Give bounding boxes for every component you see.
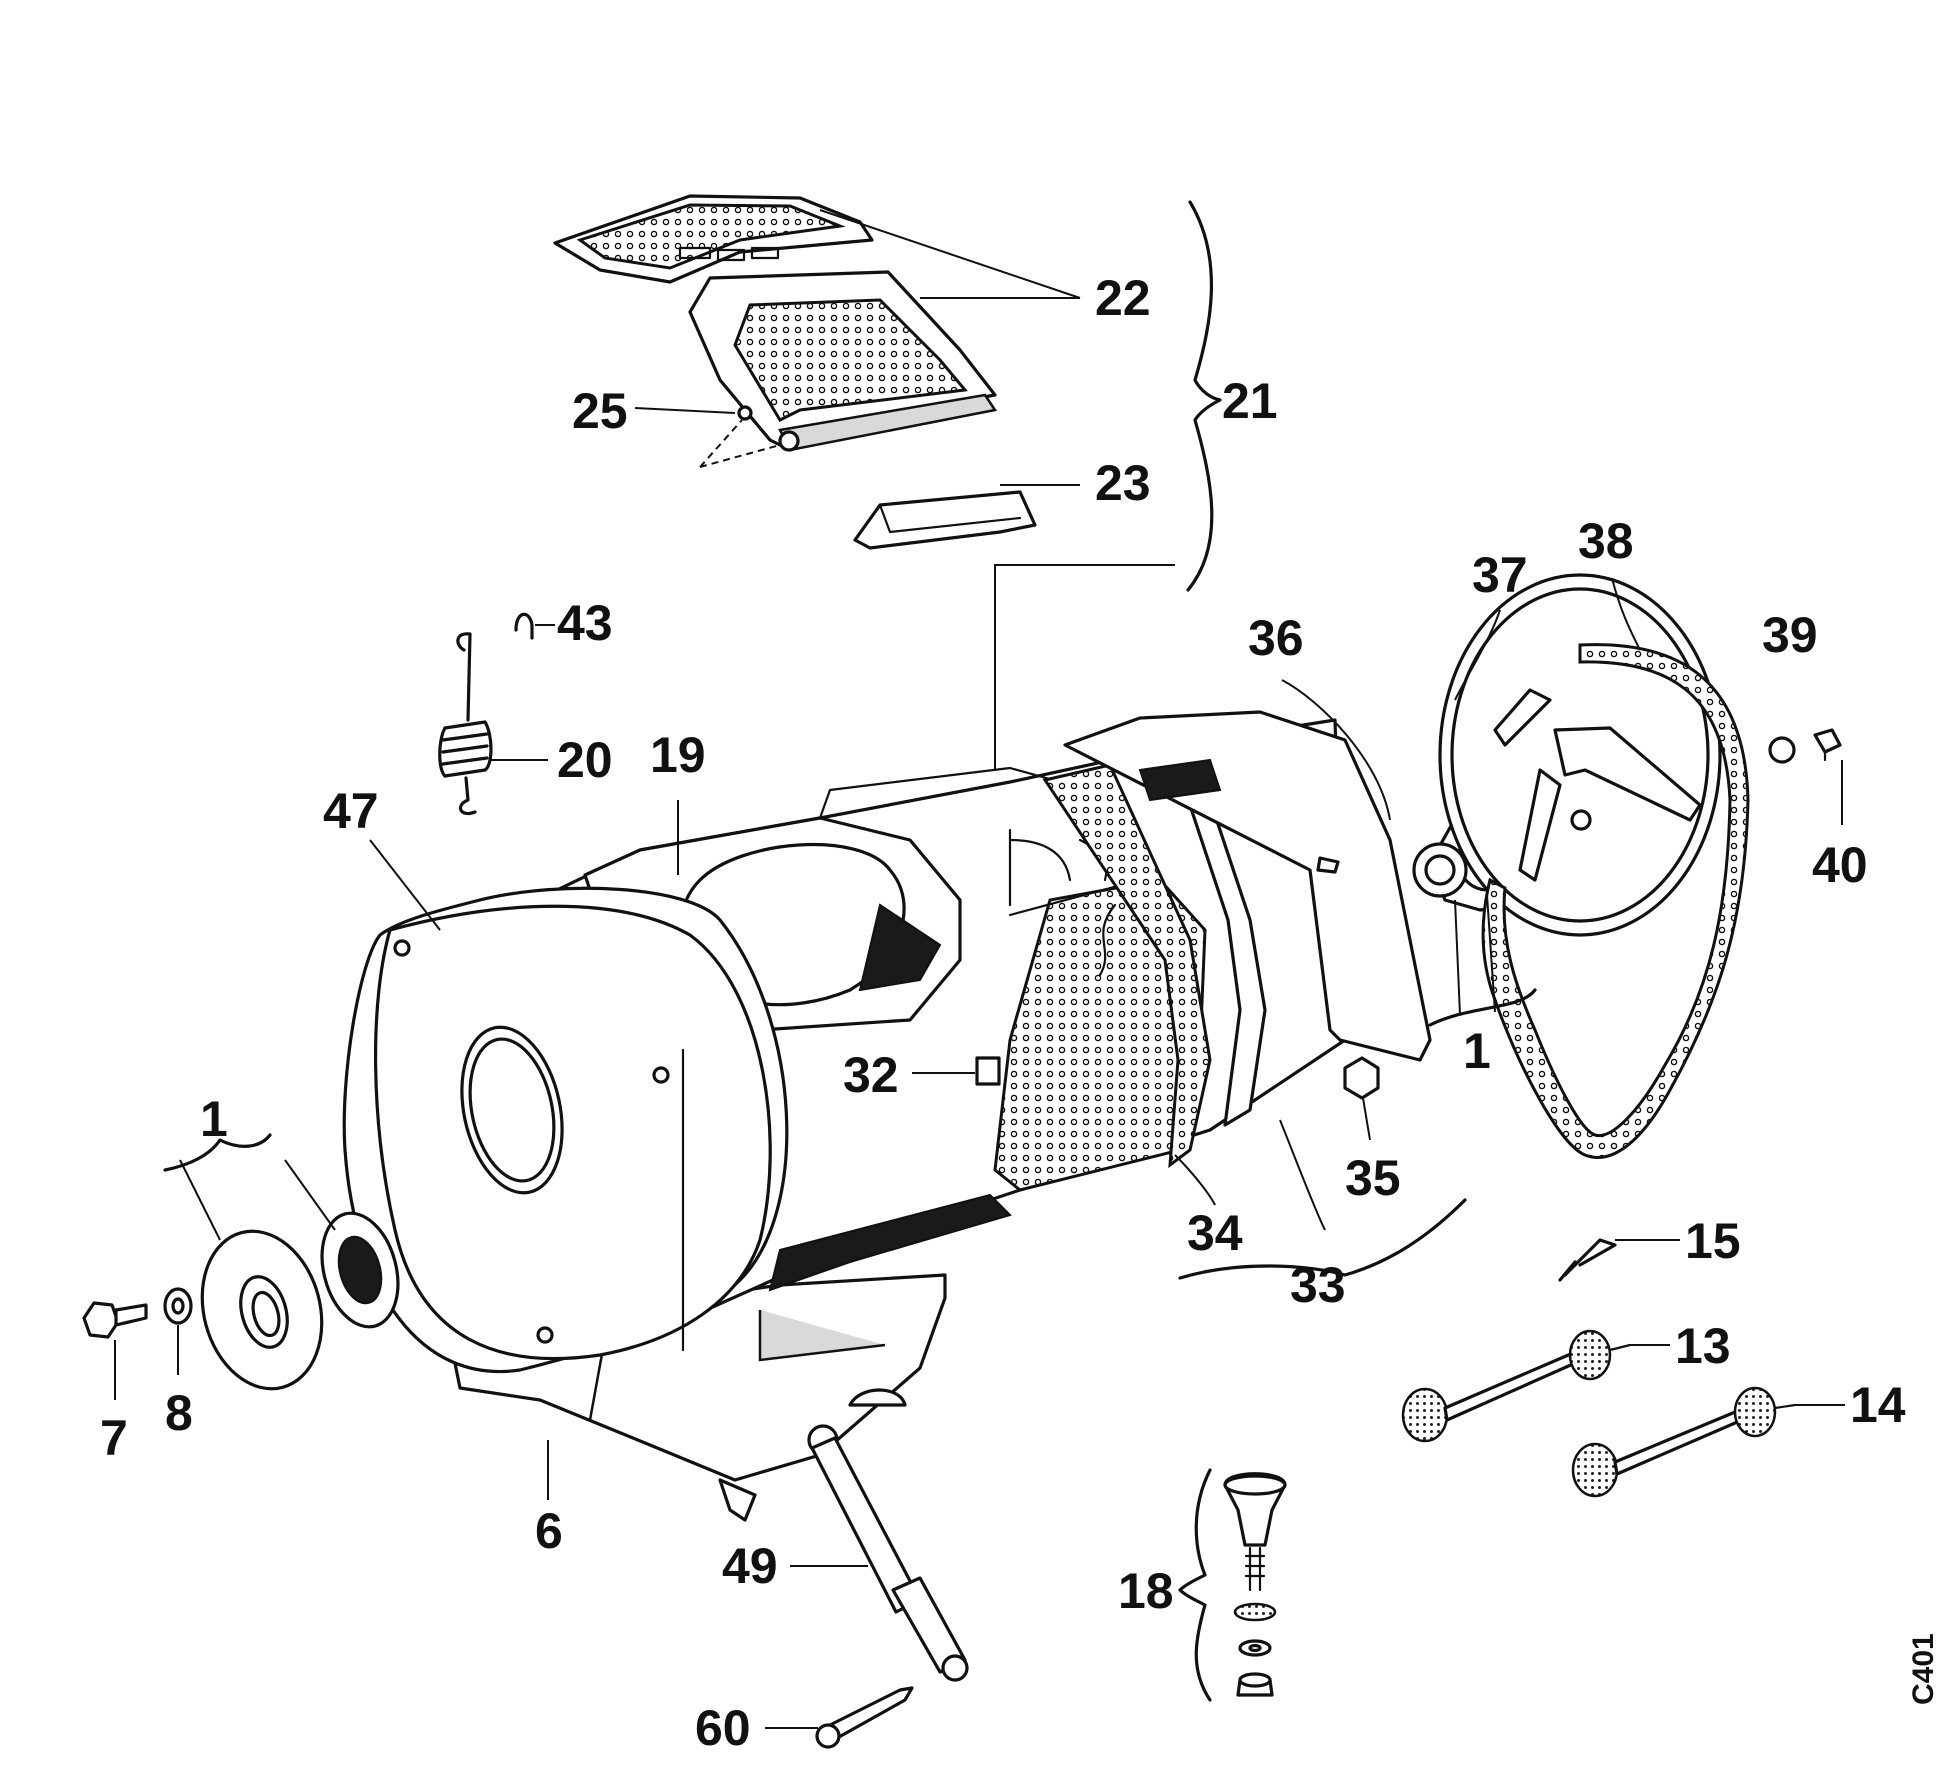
brace-1-right	[1428, 988, 1537, 1027]
callout-37: 37	[1472, 547, 1528, 603]
front-bearing-ring	[320, 1211, 400, 1329]
callout-6: 6	[535, 1503, 563, 1559]
callout-49: 49	[722, 1538, 778, 1594]
paddle-screw	[699, 405, 781, 468]
bolt-7	[82, 1301, 148, 1339]
leader-22-a	[819, 209, 1081, 299]
leader-37	[1454, 609, 1501, 701]
washer-8	[163, 1287, 193, 1325]
callout-15: 15	[1685, 1213, 1741, 1269]
callout-8: 8	[165, 1385, 193, 1441]
leader-47	[369, 839, 441, 931]
leader-21	[994, 564, 1175, 770]
brace-33	[1178, 1198, 1467, 1280]
callout-7: 7	[100, 1410, 128, 1466]
shock-absorber	[807, 1424, 969, 1682]
leader-1-left-b	[284, 1159, 336, 1231]
callout-34: 34	[1187, 1205, 1243, 1261]
leader-36	[1281, 679, 1391, 821]
drawing-code: C401	[1907, 1633, 1940, 1705]
front-tub-end	[342, 886, 789, 1374]
leader-1-right-a	[1454, 899, 1461, 1016]
leader-34	[1174, 1154, 1216, 1206]
bearing-washer	[1768, 736, 1796, 764]
callout-40: 40	[1812, 837, 1868, 893]
callout-35: 35	[1345, 1150, 1401, 1206]
brace-21	[1186, 200, 1222, 592]
callout-14: 14	[1850, 1377, 1906, 1433]
pin-60	[815, 1686, 914, 1749]
bearing-nut	[1343, 1056, 1380, 1100]
front-bearing-flange	[200, 1229, 324, 1391]
pulley-bolt	[1813, 728, 1842, 762]
callout-19: 19	[650, 727, 706, 783]
callout-1-left: 1	[200, 1091, 228, 1147]
pin-15	[1558, 1238, 1617, 1282]
leader-25	[634, 407, 736, 414]
suspension-rod-13	[1401, 1329, 1632, 1443]
paddle-cover-upper	[553, 194, 874, 284]
callout-43: 43	[557, 595, 613, 651]
callout-32: 32	[843, 1047, 899, 1103]
drive-pulley	[1438, 573, 1722, 937]
leader-1-right-b	[1486, 894, 1496, 1013]
callout-13: 13	[1675, 1318, 1731, 1374]
callout-60: 60	[695, 1700, 751, 1756]
callout-38: 38	[1578, 513, 1634, 569]
callout-36: 36	[1248, 610, 1304, 666]
suspension-rod-14	[1571, 1386, 1797, 1498]
callout-22: 22	[1095, 270, 1151, 326]
paddle-clip	[853, 490, 1037, 550]
callout-1-right: 1	[1463, 1023, 1491, 1079]
brace-1-left	[163, 1133, 272, 1172]
callout-18: 18	[1118, 1563, 1174, 1619]
leader-35	[1362, 1097, 1371, 1141]
callout-47: 47	[323, 783, 379, 839]
callout-39: 39	[1762, 607, 1818, 663]
callout-33: 33	[1290, 1257, 1346, 1313]
adjustable-foot	[1223, 1472, 1287, 1697]
leader-1-left-a	[179, 1159, 221, 1241]
callout-25: 25	[572, 383, 628, 439]
brace-18	[1178, 1468, 1212, 1702]
label-plate	[975, 1056, 1001, 1086]
leader-38	[1611, 577, 1641, 651]
hook-part	[514, 612, 534, 640]
tension-spring	[438, 632, 493, 816]
paddle-cover-lower	[688, 270, 998, 452]
leader-33	[1279, 1119, 1326, 1231]
callout-20: 20	[557, 732, 613, 788]
callout-labels: 22 21 25 23 43 20 19 47 36 37 38 39 40 1…	[100, 270, 1940, 1756]
drive-belt	[1481, 643, 1750, 1159]
callout-21: 21	[1222, 373, 1278, 429]
callout-23: 23	[1095, 455, 1151, 511]
